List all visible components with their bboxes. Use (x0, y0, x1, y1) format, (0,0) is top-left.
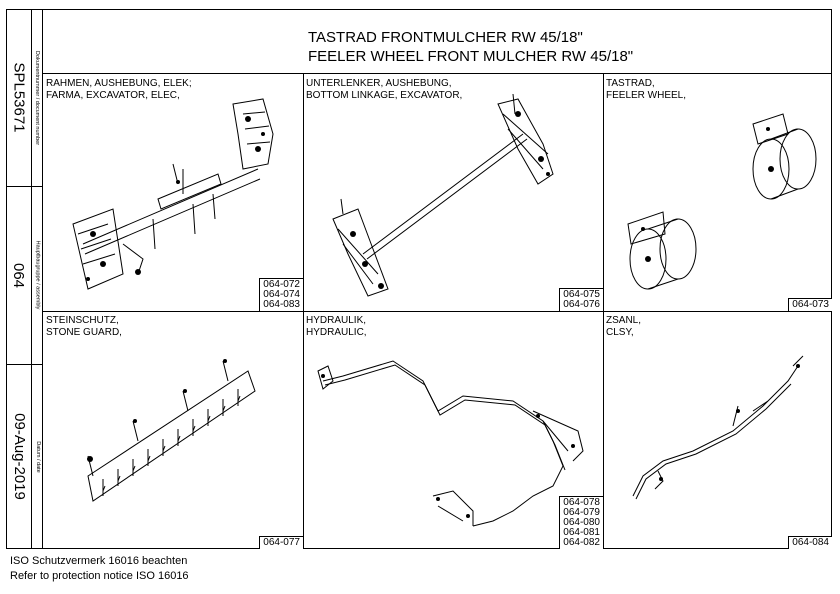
protection-notice-de: ISO Schutzvermerk 16016 beachten (10, 555, 188, 567)
document-number-field: SPL53671 (6, 9, 32, 186)
part-number: 064-081 (563, 527, 600, 538)
sidebar-main-column (6, 9, 32, 549)
protection-notice-en: Refer to protection notice ISO 16016 (10, 570, 189, 582)
part-number-box: 064-084 (788, 536, 832, 549)
part-number: 064-076 (563, 299, 600, 310)
part-number: 064-077 (263, 537, 300, 548)
cell-label: TASTRAD, FEELER WHEEL, (606, 78, 686, 102)
cell-label-de: ZSANL, (606, 315, 642, 326)
cell-label-de: STEINSCHUTZ, (46, 315, 119, 326)
cell-label-de: UNTERLENKER, AUSHEBUNG, (306, 78, 452, 89)
document-number: SPL53671 (10, 62, 28, 133)
cell-label-de: TASTRAD, (606, 78, 655, 89)
title-block-sidebar: SPL53671 Dokumentnummer / document numbe… (6, 9, 43, 549)
stone-guard-illustration (87, 359, 256, 502)
assembly-cell-feeler-wheel[interactable]: TASTRAD, FEELER WHEEL, 064-073 (603, 74, 832, 311)
date-field: 09-Aug-2019 (6, 364, 32, 549)
cell-label-de: HYDRAULIK, (306, 315, 367, 326)
cell-label: ZSANL, CLSY, (606, 315, 641, 339)
part-number-box: 064-077 (259, 536, 303, 549)
assembly-cell-stone-guard[interactable]: STEINSCHUTZ, STONE GUARD, 064-077 (43, 311, 303, 549)
part-number-box: 064-075 064-076 (559, 288, 603, 311)
sidebar-divider (6, 186, 43, 187)
part-number: 064-079 (563, 507, 600, 518)
bottom-linkage-illustration (332, 93, 554, 297)
cell-label-en: STONE GUARD, (46, 327, 122, 338)
part-number: 064-075 (563, 289, 600, 300)
date-caption-field: Datum / date (32, 364, 43, 549)
sidebar-caption-column (32, 9, 43, 549)
cell-label-en: FEELER WHEEL, (606, 90, 687, 101)
assembly-field: 064 (6, 186, 32, 364)
cell-label: HYDRAULIK, HYDRAULIC, (306, 315, 367, 339)
cell-label-en: BOTTOM LINKAGE, EXCAVATOR, (306, 90, 463, 101)
part-number: 064-073 (792, 299, 829, 310)
part-number-box: 064-072 064-074 064-083 (259, 278, 303, 311)
title-english: FEELER WHEEL FRONT MULCHER RW 45/18" (308, 48, 634, 65)
part-number: 064-072 (263, 279, 300, 290)
cell-label-en: CLSY, (606, 327, 634, 338)
assembly-cell-hydraulic[interactable]: HYDRAULIK, HYDRAULIC, 064-078 064-079 06… (303, 311, 603, 549)
cell-label-de: RAHMEN, AUSHEBUNG, ELEK; (46, 78, 192, 89)
cell-label: RAHMEN, AUSHEBUNG, ELEK; FARMA, EXCAVATO… (46, 78, 192, 102)
assembly-cell-clsy[interactable]: ZSANL, CLSY, 064-084 (603, 311, 832, 549)
cell-label: STEINSCHUTZ, STONE GUARD, (46, 315, 122, 339)
assembly-cell-frame[interactable]: RAHMEN, AUSHEBUNG, ELEK; FARMA, EXCAVATO… (43, 74, 303, 311)
drawing-frame (6, 9, 832, 549)
document-date: 09-Aug-2019 (10, 413, 28, 500)
assembly-cell-bottom-linkage[interactable]: UNTERLENKER, AUSHEBUNG, BOTTOM LINKAGE, … (303, 74, 603, 311)
assembly-caption: Hauptbaugruppe / assembly (34, 240, 41, 310)
cell-label: UNTERLENKER, AUSHEBUNG, BOTTOM LINKAGE, … (306, 78, 462, 102)
assembly-caption-field: Hauptbaugruppe / assembly (32, 186, 43, 364)
date-caption: Datum / date (34, 440, 41, 473)
cell-label-en: FARMA, EXCAVATOR, ELEC, (46, 90, 180, 101)
assembly-number: 064 (10, 262, 28, 288)
document-number-caption: Dokumentnummer / document number (34, 50, 41, 145)
part-number: 064-080 (563, 517, 600, 528)
part-number: 064-084 (792, 537, 829, 548)
part-number: 064-083 (263, 299, 300, 310)
title-german: TASTRAD FRONTMULCHER RW 45/18" (308, 29, 583, 46)
feeler-wheel-illustration (627, 113, 817, 290)
part-number-box: 064-078 064-079 064-080 064-081 064-082 (559, 496, 603, 549)
grid-divider (43, 311, 832, 312)
part-number: 064-082 (563, 537, 600, 548)
part-number: 064-074 (263, 289, 300, 300)
part-number-box: 064-073 (788, 298, 832, 311)
part-number: 064-078 (563, 497, 600, 508)
central-lubrication-illustration (632, 355, 804, 500)
hydraulic-lines-illustration (317, 360, 584, 527)
cell-label-en: HYDRAULIC, (306, 327, 367, 338)
sidebar-divider (6, 364, 43, 365)
document-number-caption-field: Dokumentnummer / document number (32, 9, 43, 186)
frame-assembly-illustration (72, 98, 274, 290)
drawing-title-block: TASTRAD FRONTMULCHER RW 45/18" FEELER WH… (43, 9, 832, 74)
